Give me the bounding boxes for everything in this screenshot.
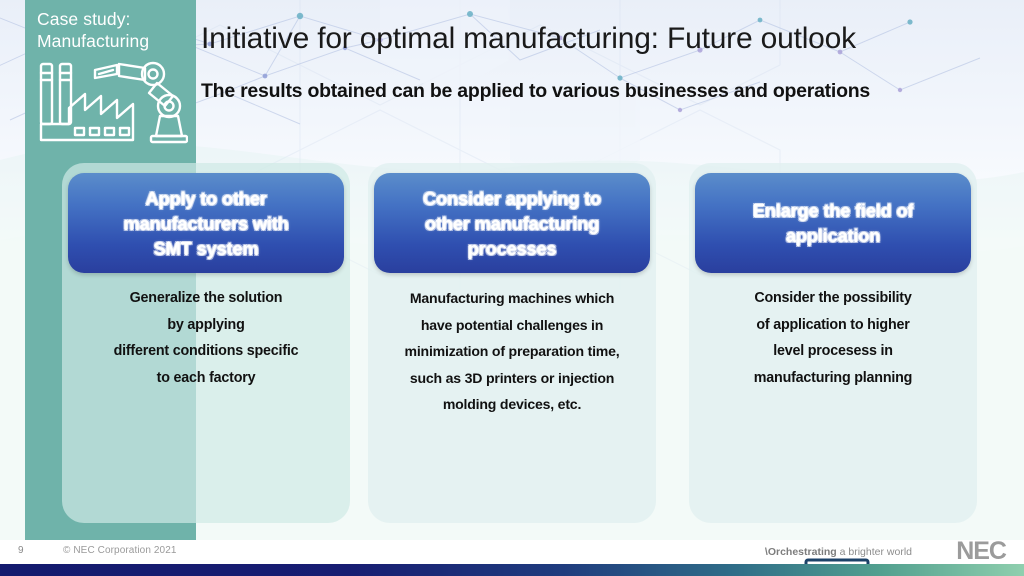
card-2-body: Manufacturing machines which have potent… [404,290,620,412]
case-study-label: Case study: Manufacturing [37,9,150,51]
card-1-header: Apply to other manufacturers with SMT sy… [68,173,344,273]
card-consider-applying-to-other-processes[interactable]: Consider applying to other manufacturing… [368,163,656,576]
nec-tagline-prefix: \Orchestrating [764,546,837,558]
nec-tagline-rest: a brighter world [836,546,912,558]
card-1-body: Generalize the solution by applying diff… [113,290,299,386]
page-title: Initiative for optimal manufacturing: Fu… [201,22,856,55]
page-number: 9 [18,545,24,556]
card-enlarge-field-of-application[interactable]: Enlarge the field of application Conside… [689,163,977,576]
nec-tagline: \Orchestrating a brighter world [765,546,912,558]
card-2-header: Consider applying to other manufacturing… [374,173,650,273]
nec-logo: NEC [956,537,1007,565]
bottom-accent-bar [0,564,1024,576]
factory-robot-arm-icon [39,61,188,144]
page-subtitle: The results obtained can be applied to v… [201,80,870,102]
copyright-notice: © NEC Corporation 2021 [63,545,177,556]
card-3-header: Enlarge the field of application [695,173,971,273]
card-apply-to-other-manufacturers[interactable]: Apply to other manufacturers with SMT sy… [62,163,350,523]
card-3-body: Consider the possibility of application … [753,290,913,386]
